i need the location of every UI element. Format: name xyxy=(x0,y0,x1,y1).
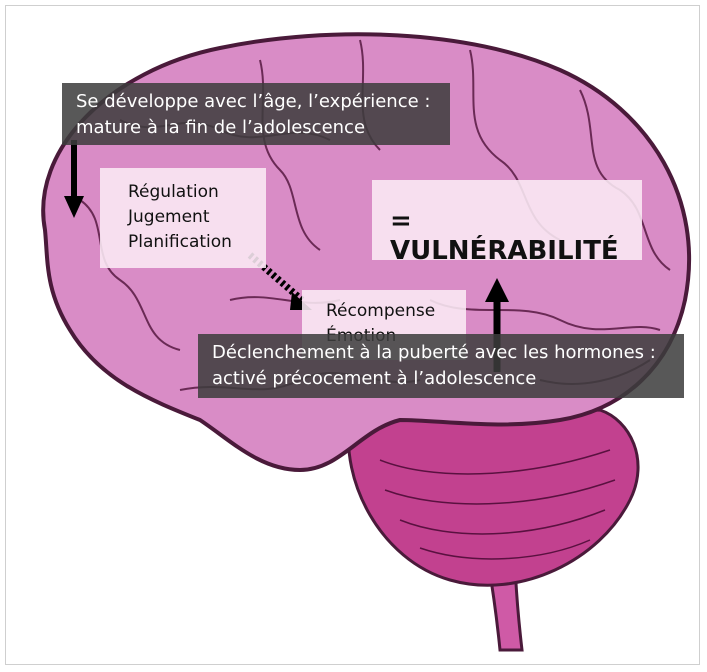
prefrontal-item: Planification xyxy=(128,232,232,252)
prefrontal-item: Jugement xyxy=(128,207,210,227)
vulnerability-label: = VULNÉRABILITÉ xyxy=(372,180,642,266)
prefrontal-label: Régulation Jugement Planification xyxy=(100,168,266,268)
maturation-note: Se développe avec l’âge, l’expérience : … xyxy=(62,83,450,145)
vulnerability-text: = VULNÉRABILITÉ xyxy=(390,206,619,266)
limbic-item: Récompense xyxy=(326,301,436,321)
puberty-note-line: Déclenchement à la puberté avec les horm… xyxy=(212,342,656,363)
maturation-note-line: mature à la fin de l’adolescence xyxy=(76,117,366,138)
arrow-down-left xyxy=(64,140,84,218)
cerebellum-folds xyxy=(379,449,616,560)
maturation-note-line: Se développe avec l’âge, l’expérience : xyxy=(76,91,431,112)
puberty-note: Déclenchement à la puberté avec les horm… xyxy=(198,334,684,398)
cerebellum xyxy=(347,408,640,587)
puberty-note-line: activé précocement à l’adolescence xyxy=(212,368,537,389)
prefrontal-item: Régulation xyxy=(128,182,219,202)
